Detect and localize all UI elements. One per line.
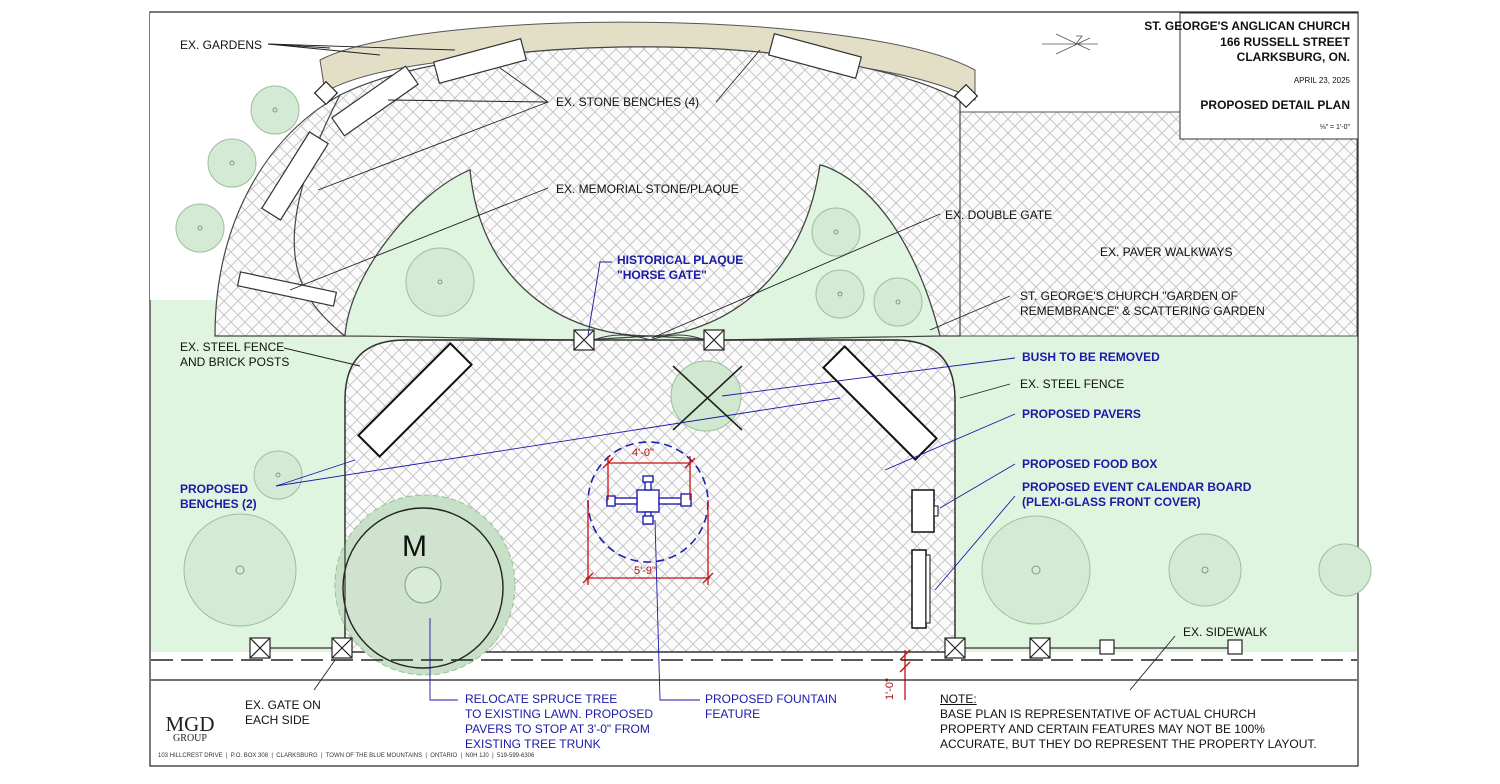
- label-proposed-pavers: PROPOSED PAVERS: [1022, 407, 1141, 421]
- title-church-name: ST. GEORGE'S ANGLICAN CHURCH: [1144, 19, 1350, 33]
- label-ex-gardens: EX. GARDENS: [180, 38, 263, 52]
- annotation-leaders: [275, 261, 1016, 701]
- sidewalk-post: [1227, 639, 1243, 655]
- ex-tree: [207, 138, 257, 188]
- note-heading: NOTE:: [940, 692, 977, 706]
- brick-post: [331, 637, 353, 659]
- label-fountain: PROPOSED FOUNTAIN FEATURE: [705, 692, 837, 721]
- label-relocate-spruce: RELOCATE SPRUCE TREE TO EXISTING LAWN. P…: [465, 692, 654, 751]
- title-date: APRIL 23, 2025: [1293, 76, 1350, 85]
- brick-post: [1029, 637, 1051, 659]
- label-steel-fence: EX. STEEL FENCE: [1020, 377, 1125, 391]
- logo-group: GROUP: [173, 733, 207, 744]
- title-city: CLARKSBURG, ON.: [1236, 50, 1350, 64]
- ex-tree: [175, 203, 225, 253]
- north-arrow: [1042, 33, 1098, 55]
- proposed-food-box: [911, 489, 935, 533]
- note-body: BASE PLAN IS REPRESENTATIVE OF ACTUAL CH…: [940, 707, 1317, 751]
- label-historical-plaque: HISTORICAL PLAQUE "HORSE GATE": [617, 253, 744, 282]
- label-bush-removed: BUSH TO BE REMOVED: [1022, 350, 1160, 364]
- label-double-gate: EX. DOUBLE GATE: [945, 208, 1053, 222]
- label-food-box: PROPOSED FOOD BOX: [1022, 457, 1158, 471]
- brick-post: [249, 637, 271, 659]
- dim-fountain-inner: 4'-0": [632, 447, 654, 459]
- ex-stone-bench: [330, 65, 420, 137]
- sidewalk-post: [1099, 639, 1115, 655]
- proposed-bench-west: [357, 342, 473, 458]
- ex-tree: [811, 207, 861, 257]
- ex-tree: [253, 450, 303, 500]
- label-memorial-stone: EX. MEMORIAL STONE/PLAQUE: [556, 182, 739, 196]
- title-street: 166 RUSSELL STREET: [1220, 35, 1350, 49]
- label-sidewalk: EX. SIDEWALK: [1183, 625, 1268, 639]
- label-proposed-benches: PROPOSED BENCHES (2): [180, 482, 257, 511]
- title-scale: ⅛" = 1'-0": [1319, 124, 1350, 131]
- dim-setback: 1'-0": [884, 678, 896, 700]
- label-event-board: PROPOSED EVENT CALENDAR BOARD (PLEXI-GLA…: [1022, 480, 1252, 509]
- brick-post: [703, 329, 725, 351]
- ex-tree: [815, 269, 865, 319]
- ex-tree: [1318, 543, 1372, 597]
- dim-fountain-outer: 5'-9": [634, 565, 656, 577]
- brick-post: [953, 83, 979, 109]
- label-gate-each-side: EX. GATE ON EACH SIDE: [245, 698, 321, 727]
- ex-tree: [1168, 533, 1242, 607]
- ex-tree: [873, 277, 923, 327]
- brick-post: [573, 329, 595, 351]
- logo-mgd: MGD: [165, 712, 215, 736]
- label-stone-benches: EX. STONE BENCHES (4): [556, 95, 700, 109]
- brick-post: [944, 637, 966, 659]
- ex-tree: [981, 515, 1091, 625]
- ex-memorial-stone: [236, 271, 338, 307]
- label-steel-fence-posts: EX. STEEL FENCE AND BRICK POSTS: [180, 340, 290, 369]
- leader-lines: [267, 43, 1176, 691]
- ex-stone-bench: [767, 32, 863, 80]
- spruce-trunk: [404, 566, 442, 604]
- proposed-event-board: [911, 549, 927, 629]
- title-block-box: [1179, 12, 1359, 140]
- ex-stone-bench: [432, 37, 528, 85]
- ex-tree: [405, 247, 475, 317]
- ex-tree: [250, 85, 300, 135]
- label-garden-name: ST. GEORGE'S CHURCH "GARDEN OF REMEMBRAN…: [1020, 289, 1265, 318]
- ex-stone-bench: [260, 131, 330, 221]
- footer-address: 103 HILLCREST DRIVE | P.O. BOX 308 | CLA…: [158, 753, 535, 759]
- label-paver-walkways: EX. PAVER WALKWAYS: [1100, 245, 1233, 259]
- spruce-tree-mark: M: [402, 530, 427, 563]
- ex-double-gate: [593, 334, 705, 341]
- brick-post: [313, 80, 339, 106]
- fountain-dimensions: [582, 456, 911, 700]
- ex-tree: [183, 513, 297, 627]
- ex-steel-fence: [250, 339, 1240, 652]
- proposed-bench-east: [822, 345, 938, 461]
- title-plan: PROPOSED DETAIL PLAN: [1200, 98, 1350, 112]
- fountain-feature: [606, 475, 692, 525]
